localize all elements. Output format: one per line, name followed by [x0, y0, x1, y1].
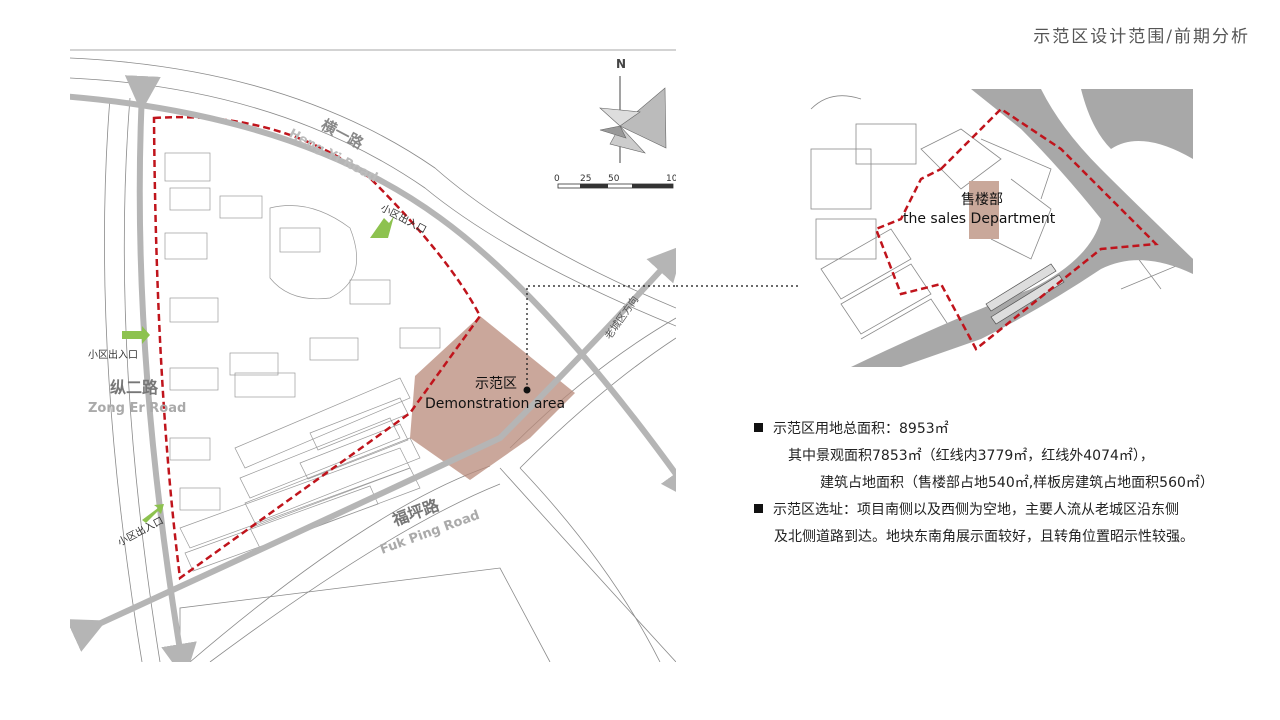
page-title: 示范区设计范围/前期分析 — [1033, 27, 1250, 47]
note-landscape-area: 其中景观面积7853㎡（红线内3779㎡，红线外4074㎡）， — [754, 443, 1274, 470]
entrance-arrows — [122, 216, 394, 523]
project-notes: 示范区用地总面积：8953㎡ 其中景观面积7853㎡（红线内3779㎡，红线外4… — [754, 416, 1274, 551]
note-line-5: 及北侧道路到达。地块东南角展示面较好，且转角位置昭示性较强。 — [774, 529, 1194, 545]
inset-road-north — [1081, 89, 1193, 159]
note-line-2: 其中景观面积7853㎡（红线内3779㎡，红线外4074㎡）， — [788, 448, 1154, 464]
inset-detail-map: 售楼部 the sales Department — [801, 89, 1193, 367]
north-label: N — [616, 57, 626, 71]
zong-er-road-cn: 纵二路 — [110, 378, 159, 397]
note-site-selection: 示范区选址：项目南侧以及西侧为空地，主要人流从老城区沿东侧 — [754, 497, 1274, 524]
bullet-square — [754, 423, 763, 432]
sales-label-en: the sales Department — [903, 211, 1056, 227]
entrance-label-west: 小区出入口 — [88, 348, 138, 361]
bullet-square — [754, 504, 763, 513]
old-town-direction-label: 老城区方向 — [602, 293, 641, 341]
note-line-4: 示范区选址：项目南侧以及西侧为空地，主要人流从老城区沿东侧 — [773, 502, 1179, 518]
note-line-1: 示范区用地总面积：8953㎡ — [773, 421, 949, 437]
zong-er-road-en: Zong Er Road — [88, 401, 186, 416]
north-compass: N — [599, 57, 667, 163]
note-site-selection-cont: 及北侧道路到达。地块东南角展示面较好，且转角位置昭示性较强。 — [754, 524, 1274, 551]
sales-department-block — [969, 181, 999, 239]
demo-area-label-en: Demonstration area — [425, 396, 565, 412]
note-line-3: 建筑占地面积（售楼部占地540㎡,样板房建筑占地面积560㎡） — [820, 475, 1214, 491]
note-building-area: 建筑占地面积（售楼部占地540㎡,样板房建筑占地面积560㎡） — [754, 470, 1274, 497]
scale-bar: 0 25 50 10 — [554, 174, 676, 189]
demo-area-label-cn: 示范区 — [475, 375, 517, 392]
scale-tick-50: 50 — [608, 174, 620, 184]
site-plan-map: N 0 25 50 10 横一路 Heng Yi Road 纵二路 Zong E… — [70, 49, 676, 662]
scale-tick-25: 25 — [580, 174, 591, 184]
sales-label-cn: 售楼部 — [961, 192, 1003, 208]
inset-parking — [985, 263, 1065, 325]
inset-road-grey — [851, 89, 1193, 367]
scale-tick-100: 10 — [666, 174, 676, 184]
note-total-area: 示范区用地总面积：8953㎡ — [754, 416, 1274, 443]
scale-tick-0: 0 — [554, 174, 560, 184]
road-direction-arrows — [70, 75, 676, 662]
inset-redline-boundary — [874, 107, 1159, 351]
